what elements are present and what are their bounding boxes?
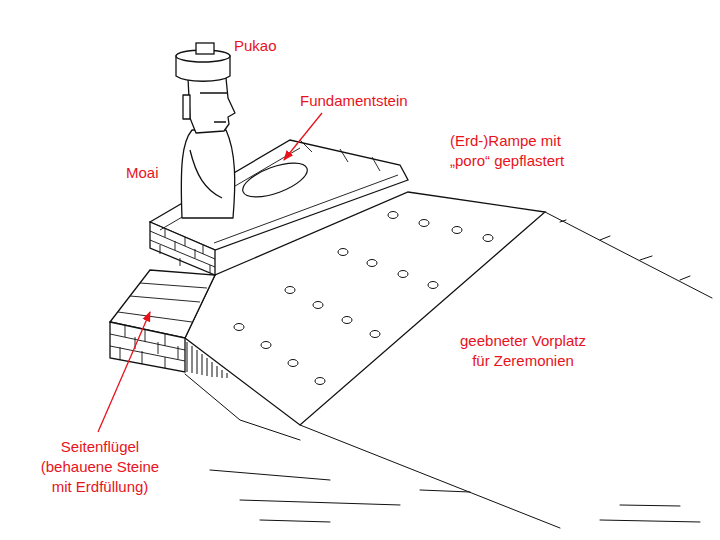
pukao-topknot: [196, 43, 214, 54]
poro-stone: [428, 282, 438, 289]
moai-statue: [183, 95, 190, 119]
ground-line: [210, 470, 470, 522]
moai-statue: [181, 78, 235, 218]
side-wing: [110, 322, 185, 372]
moai-statue: [200, 93, 227, 122]
part-label: Fundamentstein: [300, 91, 408, 111]
moai-statue: [181, 130, 234, 218]
poro-stone: [342, 317, 352, 324]
part-label: Moai: [126, 163, 159, 183]
leader-arrow: [284, 113, 322, 160]
shadow-hatch: [187, 342, 227, 378]
side-wing: [110, 270, 215, 372]
poro-stone: [338, 249, 348, 256]
poro-stone: [483, 235, 493, 242]
poro-stone: [370, 331, 380, 338]
shadow-hatch: [187, 342, 227, 378]
poro-stone: [234, 212, 493, 385]
poro-stone: [452, 227, 462, 234]
stone-joint: [160, 228, 210, 273]
ahu-platform: [150, 222, 215, 275]
ground-line: [545, 212, 712, 298]
poro-stone: [315, 378, 325, 385]
moai-statue: [188, 78, 235, 133]
ground-line: [560, 220, 690, 280]
poro-stone: [398, 271, 408, 278]
poro-stone: [288, 360, 298, 367]
ground-line: [300, 425, 560, 528]
stone-joint: [118, 283, 207, 322]
poro-stone: [285, 287, 295, 294]
stone-joint: [110, 283, 207, 368]
poro-stone: [419, 220, 429, 227]
leader-arrow: [98, 312, 150, 432]
part-label: Seitenflügel (behauene Steine mit Erdfül…: [36, 437, 164, 497]
foundation-stone: [239, 156, 312, 204]
stone-joint: [110, 334, 185, 361]
poro-stone: [367, 260, 377, 267]
poro-stone: [313, 302, 323, 309]
foundation-stone: [239, 156, 312, 204]
part-label: (Erd-)Rampe mit „poro“ gepflastert: [450, 131, 585, 171]
ground-line: [600, 505, 700, 522]
leader-arrow: [98, 113, 322, 432]
part-label: geebneter Vorplatz für Zeremonien: [454, 331, 592, 371]
part-label: Pukao: [234, 36, 277, 56]
poro-stone: [261, 342, 271, 349]
moai-statue: [190, 150, 222, 198]
poro-stone: [388, 212, 398, 219]
pukao-topknot: [176, 43, 230, 81]
poro-stone: [234, 324, 244, 331]
